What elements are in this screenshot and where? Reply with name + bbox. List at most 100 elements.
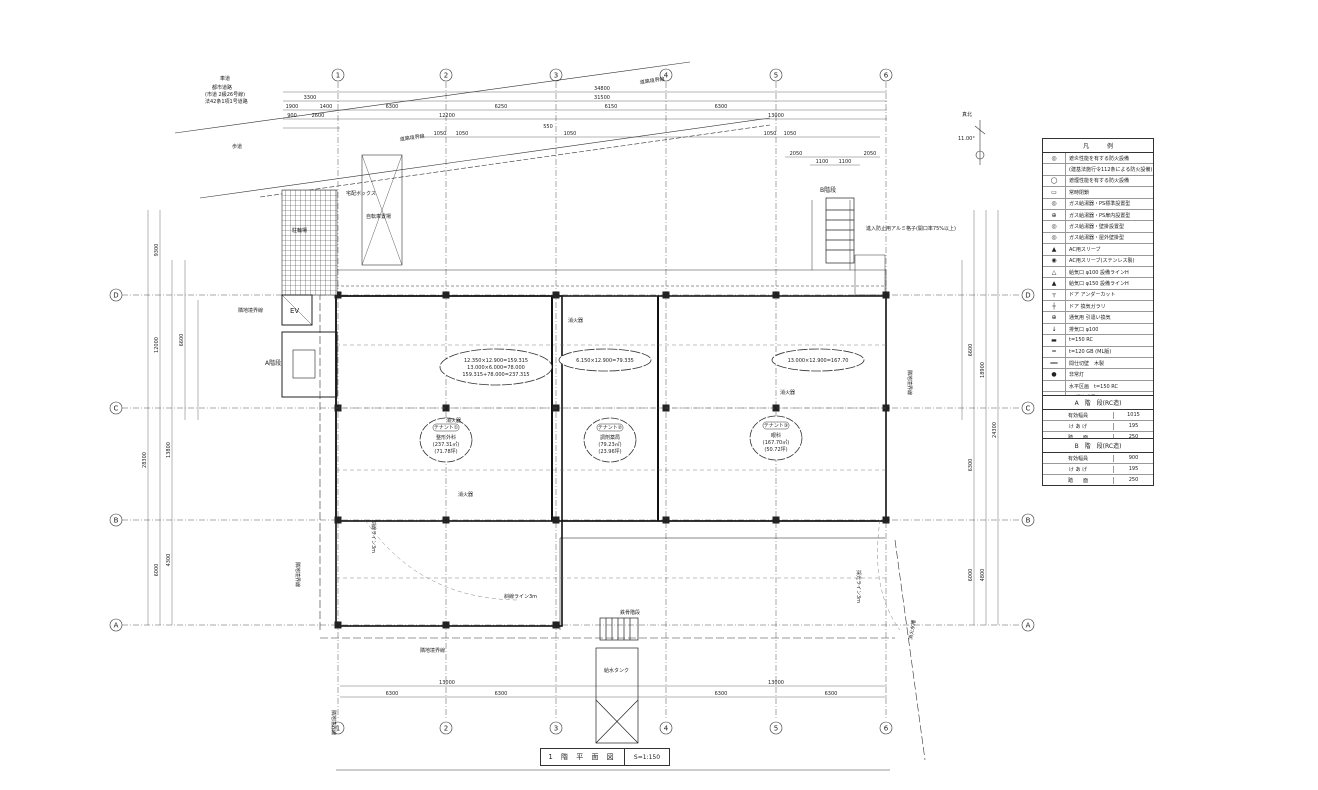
legend-symbol-icon: ◉ [1043, 255, 1066, 266]
legend-symbol-icon: ══ [1043, 358, 1066, 369]
ev-label: EV [290, 307, 299, 315]
grid-bubble-row-right: B [1021, 513, 1035, 527]
legend-symbol-icon: ● [1043, 369, 1066, 380]
column-marker [552, 516, 560, 524]
tenant-calc-line: 6.150×12.900=79.335 [576, 358, 634, 364]
stair-b-value: 195 [1128, 466, 1139, 472]
fire-tank-label: 消火水槽 [907, 619, 917, 640]
dimension-value-top: 6300 [386, 104, 399, 110]
tenant-calc-cloud: 6.150×12.900=79.335 [558, 348, 652, 372]
tenant-calc-line: 13.000×6.000=78.000 [467, 365, 525, 371]
legend-row: 水平区画 t=150 RC [1043, 380, 1153, 393]
dimension-value-top: 13000 [768, 113, 784, 119]
dimension-lines-sides [147, 210, 999, 625]
column-marker [772, 291, 780, 299]
grid-col-label: 4 [664, 725, 669, 733]
grid-col-label: 3 [554, 72, 558, 80]
legend-text: 給気口 φ100 設備ラインH [1069, 269, 1129, 276]
dimension-lines-top [283, 91, 887, 166]
legend-symbol-icon: ═ [1043, 346, 1066, 358]
fire-extinguisher-label-4: 消火器 [458, 491, 473, 498]
legend-row: ══間仕切壁 木製 [1043, 358, 1153, 370]
dimension-value-top: 12200 [439, 113, 455, 119]
dimension-value-top: 6300 [715, 104, 728, 110]
grid-bubble-row-left: D [109, 288, 123, 302]
sidewalk-label: 歩道 [232, 143, 242, 150]
stair-a-key: 有効幅員 [1043, 411, 1114, 419]
grid-bubble-row-left: B [109, 513, 123, 527]
legend-text: t=150 RC [1069, 337, 1093, 344]
dimension-value-top: 1100 [839, 159, 852, 165]
grid-bubble-col-top: 2 [439, 68, 453, 82]
dimension-value-bottom: 13000 [768, 680, 784, 686]
legend-text: AC用スリーブ [1069, 246, 1101, 253]
grid-col-label: 1 [336, 725, 340, 733]
tenant-area: (79.23㎡) [598, 441, 621, 448]
legend-text: 非常灯 [1069, 372, 1085, 379]
legend-symbol-icon: ◎ [1043, 198, 1066, 209]
tenant-calc-line: 13.000×12.900=167.70 [788, 358, 849, 364]
dimension-value-top: 2050 [864, 151, 877, 157]
legend-row: (建基法施行令112条による防火設備) [1043, 164, 1153, 176]
column-marker [552, 291, 560, 299]
legend-row: ▭常時閉鎖 [1043, 187, 1153, 199]
legend-row: ◉AC用スリーブ(ステンレス製) [1043, 255, 1153, 267]
grid-bubble-row-left: C [109, 401, 123, 415]
legend-text: ガス給湯器・壁掛設置型 [1069, 224, 1125, 231]
grid-bubble-col-top: 3 [549, 68, 563, 82]
legend-text: 遮煙性能を有する防火設備 [1069, 178, 1130, 185]
legend-row: ◎遮炎性能を有する防火設備 [1043, 153, 1153, 165]
legend-symbol-icon: ▭ [1043, 187, 1066, 198]
column-marker [882, 291, 890, 299]
legend-text: (建基法施行令112条による防火設備) [1069, 167, 1153, 174]
dimension-value-top: 34800 [594, 86, 610, 92]
grid-bubble-col-top: 1 [331, 68, 345, 82]
legend-row: ▲給気口 φ150 設備ラインH [1043, 278, 1153, 290]
tenant-tag: テナント① [434, 425, 459, 431]
stair-a-value: 1015 [1127, 412, 1140, 418]
site-boundary [284, 189, 926, 761]
grid-bubble-col-top: 6 [879, 68, 893, 82]
dimension-value-right: 4800 [980, 569, 986, 582]
tenant-area-tsubo: (50.72坪) [764, 446, 787, 453]
grid-col-label: 2 [444, 72, 448, 80]
legend-row: ◯遮煙性能を有する防火設備 [1043, 175, 1153, 188]
site-labels: 駐輪場 自転車置場 宅配ボックス EV A階段 B階段 進入防止用アルミ格子(開… [238, 186, 956, 735]
tenant-calc-cloud: 12.350×12.900=159.31513.000×6.000=78.000… [439, 348, 553, 386]
grid-row-label: C [1026, 405, 1031, 413]
drawing-title-box: 1 階 平 面 図 S=1:150 [540, 748, 670, 766]
dimension-lines-bottom [340, 685, 887, 698]
dimension-value-top: 2600 [312, 113, 325, 119]
fire-extinguisher-label-3: 消火器 [780, 389, 795, 396]
legend-text: t=120 GB (ML版) [1069, 349, 1112, 356]
neighbor-boundary-right: 隣地境界線 [906, 370, 913, 395]
dimension-value-top: 1400 [320, 104, 333, 110]
bicycle-parking-area [281, 154, 403, 296]
dimension-value-right: 24300 [992, 422, 998, 438]
legend-symbol-icon: △ [1043, 266, 1066, 278]
legend-row: ⊕通気用 引違い換気 [1043, 312, 1153, 324]
elevator-core [281, 294, 338, 398]
grid-bubble-col-top: 4 [659, 68, 673, 82]
legend-symbol-icon: ◎ [1043, 221, 1066, 232]
grid-row-label: C [114, 405, 119, 413]
grid-col-label: 1 [336, 72, 340, 80]
grid-row-label: D [1025, 292, 1030, 300]
grid-col-label: 5 [774, 725, 778, 733]
dimension-value-top: 900 [287, 113, 297, 119]
legend-row: ●非常灯 [1043, 369, 1153, 381]
legend-symbol-icon: ▲ [1043, 278, 1066, 289]
north-arrow-icon [974, 120, 986, 165]
dimension-value-bottom: 6300 [386, 691, 399, 697]
grid-bubble-col-bottom: 4 [659, 721, 673, 735]
outer-stair-label: 鉄骨階段 [620, 609, 640, 616]
column-marker [442, 404, 450, 412]
dimension-value-top: 1050 [784, 131, 797, 137]
column-marker [334, 516, 342, 524]
legend-row: ═t=120 GB (ML版) [1043, 346, 1153, 359]
bicycle-label: 自転車置場 [366, 213, 391, 220]
neighbor-boundary-left: 隣地境界線 [238, 307, 263, 314]
